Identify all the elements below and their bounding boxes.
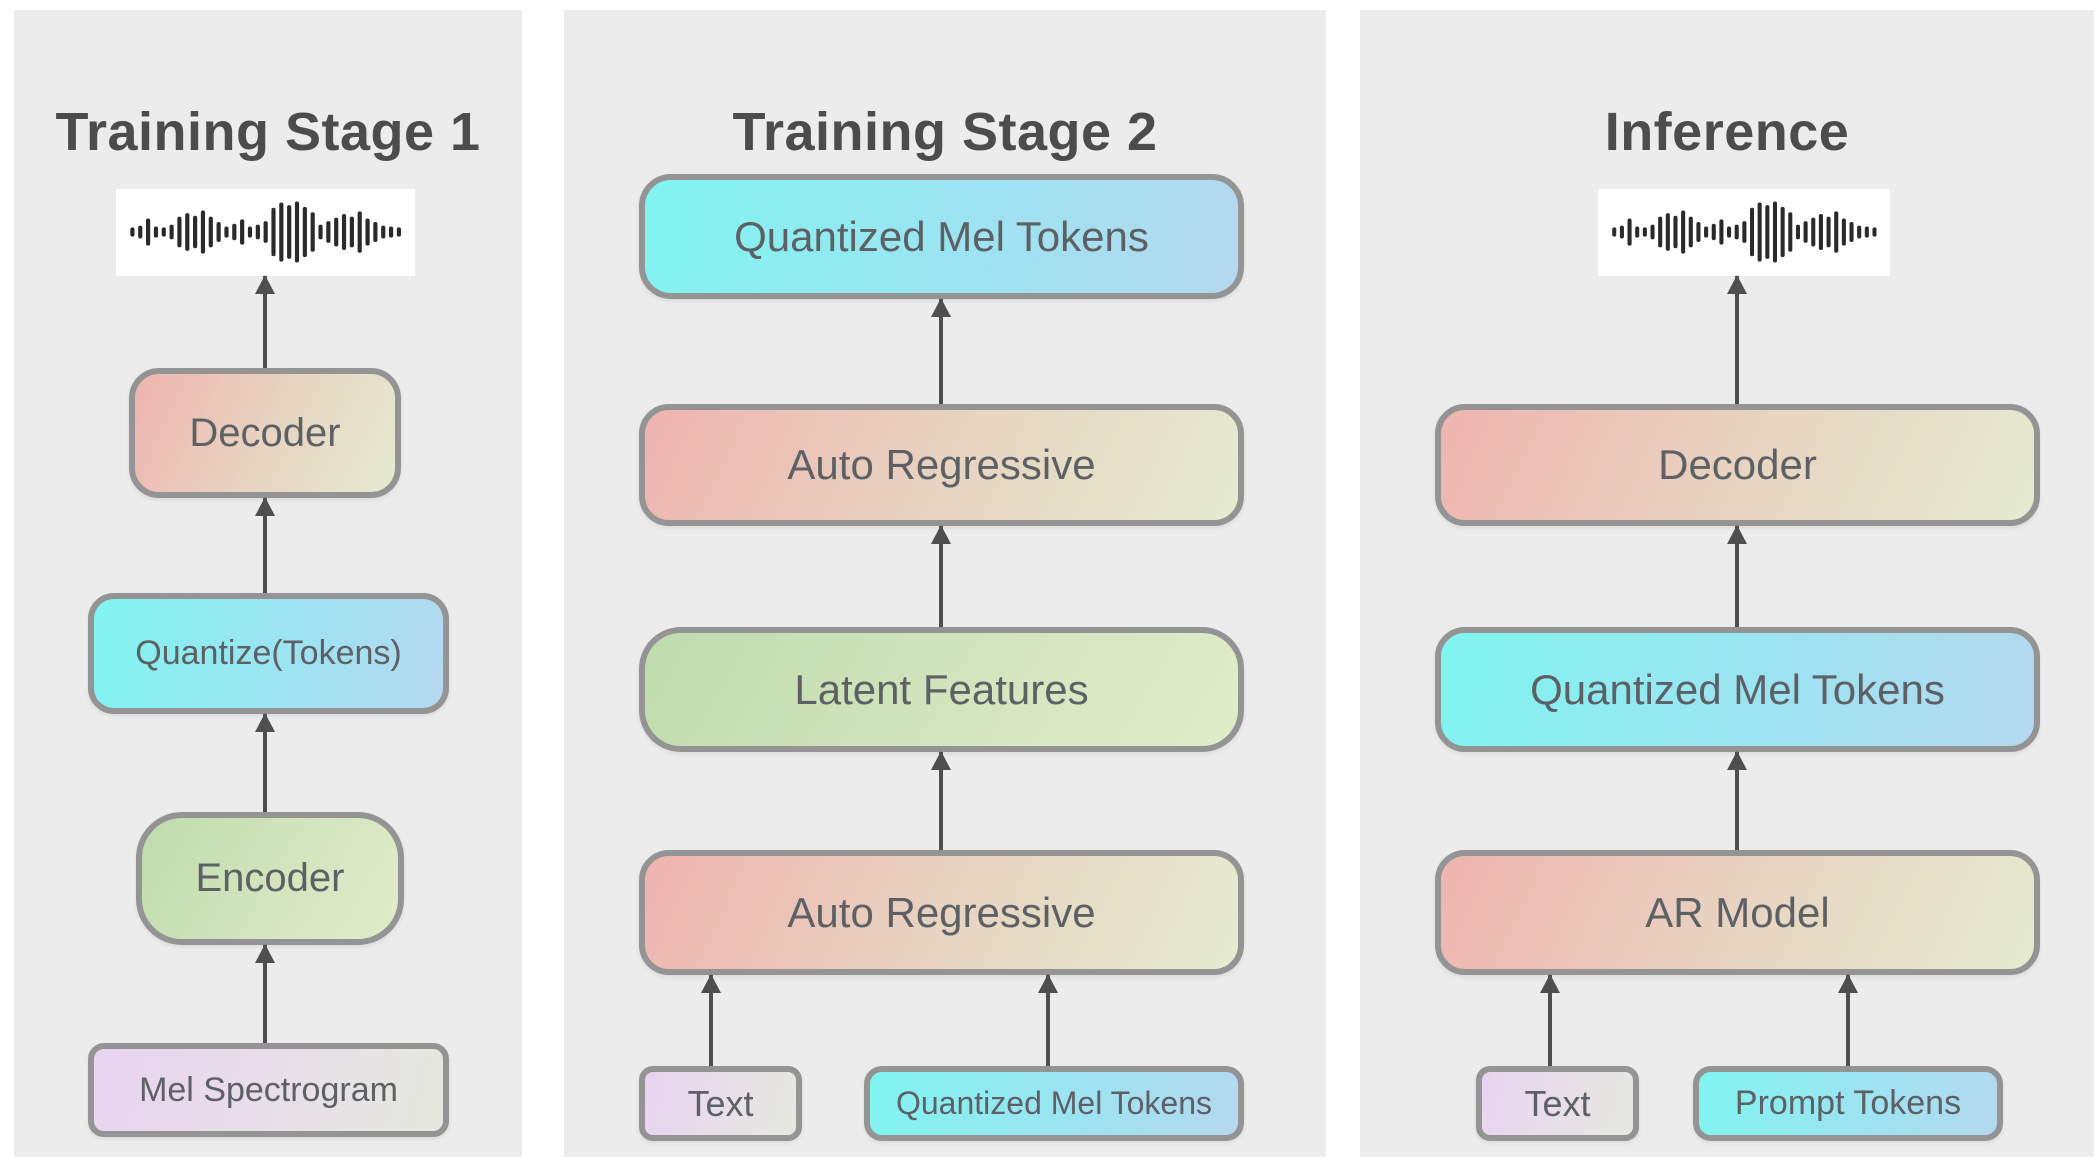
panel-title: Inference bbox=[1604, 101, 1850, 162]
node-auto-regressive-top: Auto Regressive bbox=[639, 404, 1244, 526]
node-text-input: Text bbox=[1476, 1066, 1639, 1141]
node-label: AR Model bbox=[1645, 888, 1830, 936]
flow-arrow bbox=[263, 945, 267, 1043]
flow-arrow bbox=[263, 498, 267, 593]
node-encoder: Encoder bbox=[136, 812, 404, 945]
flow-arrow bbox=[1735, 752, 1739, 850]
node-latent-features: Latent Features bbox=[639, 627, 1244, 752]
flow-arrow bbox=[939, 299, 943, 404]
waveform-icon bbox=[116, 189, 415, 276]
node-quantize-tokens: Quantize(Tokens) bbox=[88, 593, 449, 714]
panel-title: Training Stage 2 bbox=[732, 101, 1158, 162]
node-text-input: Text bbox=[639, 1066, 802, 1141]
flow-arrow bbox=[709, 975, 713, 1066]
waveform-icon bbox=[1598, 189, 1890, 276]
flow-arrow bbox=[939, 752, 943, 850]
node-decoder: Decoder bbox=[129, 368, 401, 498]
flow-arrow bbox=[939, 526, 943, 627]
node-mel-spectrogram: Mel Spectrogram bbox=[88, 1043, 449, 1137]
node-label: Quantized Mel Tokens bbox=[895, 1085, 1213, 1121]
node-label: Prompt Tokens bbox=[1734, 1084, 1962, 1122]
node-label: Auto Regressive bbox=[787, 888, 1096, 936]
panel-title: Training Stage 1 bbox=[55, 101, 481, 162]
node-label: Quantized Mel Tokens bbox=[734, 212, 1149, 260]
node-label: Text bbox=[1524, 1082, 1591, 1124]
node-label: Encoder bbox=[195, 856, 345, 900]
node-label: Text bbox=[687, 1082, 754, 1124]
node-label: Decoder bbox=[189, 410, 341, 455]
panel-training-stage-1: Training Stage 1 Decoder Quantize(Tokens… bbox=[14, 10, 522, 1157]
flow-arrow bbox=[1548, 975, 1552, 1066]
node-label: Auto Regressive bbox=[787, 441, 1096, 488]
node-decoder: Decoder bbox=[1435, 404, 2040, 526]
node-label: Mel Spectrogram bbox=[139, 1070, 398, 1109]
node-quantized-mel-tokens: Quantized Mel Tokens bbox=[639, 174, 1244, 299]
node-quantized-mel-tokens-input: Quantized Mel Tokens bbox=[864, 1066, 1244, 1141]
node-ar-model: AR Model bbox=[1435, 850, 2040, 975]
flow-arrow bbox=[1735, 276, 1739, 404]
flow-arrow bbox=[1735, 526, 1739, 627]
node-label: Quantized Mel Tokens bbox=[1530, 665, 1945, 713]
panel-inference: Inference Decoder Quantized Mel Tokens A… bbox=[1360, 10, 2094, 1157]
flow-arrow bbox=[263, 276, 267, 368]
flow-arrow bbox=[1846, 975, 1850, 1066]
node-label: Quantize(Tokens) bbox=[135, 634, 402, 672]
node-quantized-mel-tokens: Quantized Mel Tokens bbox=[1435, 627, 2040, 752]
node-prompt-tokens: Prompt Tokens bbox=[1693, 1066, 2003, 1141]
node-label: Latent Features bbox=[794, 665, 1089, 713]
node-auto-regressive-bottom: Auto Regressive bbox=[639, 850, 1244, 975]
flow-arrow bbox=[1046, 975, 1050, 1066]
node-label: Decoder bbox=[1658, 441, 1817, 488]
flow-arrow bbox=[263, 714, 267, 812]
panel-training-stage-2: Training Stage 2 Quantized Mel Tokens Au… bbox=[564, 10, 1326, 1157]
